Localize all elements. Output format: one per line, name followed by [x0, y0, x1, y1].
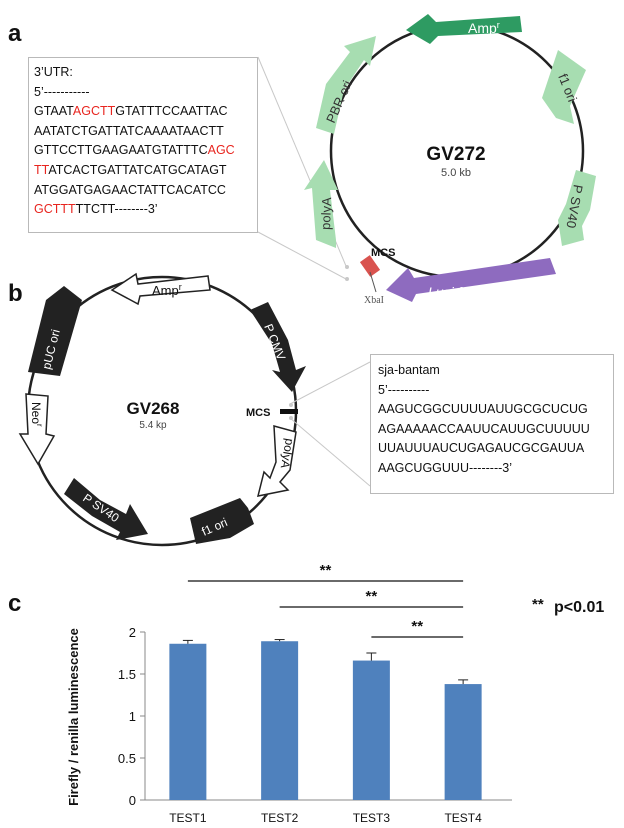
gv272-psv40-arrow [558, 170, 596, 246]
gv272-f1ori-arrow [542, 50, 586, 124]
gv272-amp-label: Ampr [468, 20, 500, 36]
gv272-pbrori-arrow [316, 36, 376, 134]
x-tick-label: TEST2 [261, 811, 299, 825]
gv272-seq-line: ATGGATGAGAACTATTCACATCC [34, 182, 226, 197]
gv268-polya-label: polyA [278, 437, 297, 469]
gv272-seq-line: GCTTTTTCTT--------3’ [34, 202, 158, 217]
y-tick-label: 2 [129, 625, 136, 640]
bar-test3 [352, 660, 390, 800]
significance-label: ** [320, 562, 332, 579]
gv268-name: GV268 [127, 399, 180, 418]
gv272-seq-line: GTAATAGCTTGTATTTCCAATTAC [34, 104, 228, 119]
x-tick-label: TEST4 [444, 811, 482, 825]
gv268-psv40-arrow [64, 478, 148, 540]
y-tick-label: 0.5 [118, 751, 136, 766]
gv268-pucori-arrow [28, 286, 82, 376]
gv272-xbai-label: XbaI [364, 295, 384, 306]
gv272-luciferase-arrow [386, 258, 556, 302]
gv268-amp-arrow [110, 272, 211, 306]
gv268-pcmv-arrow [250, 302, 306, 392]
gv272-luciferase-label: Luci ferase [428, 284, 497, 300]
gv272-seq-line: GTTCCTTGAAGAATGTATTTCAGC [34, 143, 235, 158]
gv268-neo-label: Neor [29, 402, 44, 427]
gv272-amp-arrow [406, 14, 522, 44]
y-tick-label: 0 [129, 793, 136, 808]
x-tick-label: TEST1 [169, 811, 207, 825]
gv272-name: GV272 [426, 144, 485, 165]
panel-letter-a: a [8, 20, 22, 47]
bar-test4 [444, 684, 482, 800]
gv268-seq-line: AAGUCGGCUUUUAUUGCGCUCUG [378, 402, 588, 416]
significance-note: p<0.01 [554, 599, 604, 616]
gv268-neo-arrow [18, 393, 56, 466]
gv268-sequence-box: sja-bantam 5’---------- AAGUCGGCUUUUAUUG… [370, 354, 614, 494]
gv272-sequence-box: 3’UTR: 5’----------- GTAATAGCTTGTATTTCCA… [28, 57, 258, 233]
significance-label: ** [411, 618, 423, 635]
plasmid-gv272: Ampr f1 ori P SV40 Luci ferase polyA PBR… [257, 14, 596, 306]
bar-test1 [169, 643, 207, 800]
gv268-amp-label: Ampr [152, 282, 182, 298]
gv272-polya-arrow [304, 160, 338, 248]
significance-stars: ** [532, 596, 544, 613]
gv268-f1ori-arrow [190, 498, 254, 544]
gv268-seq-line: AGAAAAACCAAUUCAUUGCUUUUU [378, 421, 590, 436]
gv272-seq-line: AATATCTGATTATCAAAATAACTT [34, 123, 224, 138]
gv268-seq-start: 5’---------- [378, 382, 430, 397]
gv268-seq-line: UUAUUUAUCUGAGAUCGCGAUUA [378, 441, 585, 455]
y-axis-title: Firefly / renilla luminescence [66, 628, 81, 806]
gv268-seq-line: AAGCUGGUUU--------3’ [378, 460, 513, 475]
gv272-seq-line: TTATCACTGATTATCATGCATAGT [34, 162, 227, 177]
y-tick-label: 1 [129, 709, 136, 724]
gv268-mcs-marker [280, 409, 298, 414]
gv272-mcs-label: MCS [371, 247, 395, 259]
gv272-polya-label: polyA [318, 197, 334, 230]
y-tick-label: 1.5 [118, 667, 136, 682]
gv268-polya-arrow [256, 425, 297, 497]
gv268-size: 5.4 kp [139, 420, 167, 431]
bar-test2 [261, 641, 299, 800]
gv272-size: 5.0 kb [441, 167, 471, 179]
x-tick-label: TEST3 [353, 811, 391, 825]
gv268-seq-title: sja-bantam [378, 363, 440, 377]
gv272-seq-start: 5’----------- [34, 84, 90, 99]
gv272-seq-title: 3’UTR: [34, 65, 73, 79]
panel-letter-c: c [8, 590, 22, 617]
gv268-mcs-label: MCS [246, 407, 270, 419]
significance-label: ** [366, 588, 378, 605]
gv272-mcs-marker [359, 255, 381, 277]
plasmid-gv268: Ampr P CMV polyA f1 ori P SV40 Neor pUC … [18, 272, 371, 547]
panel-letter-b: b [8, 280, 23, 307]
bar-chart: 0 0.5 1 1.5 2 TEST1 TEST2 TEST3 TEST4 ** ** ** Fi… [66, 562, 512, 825]
